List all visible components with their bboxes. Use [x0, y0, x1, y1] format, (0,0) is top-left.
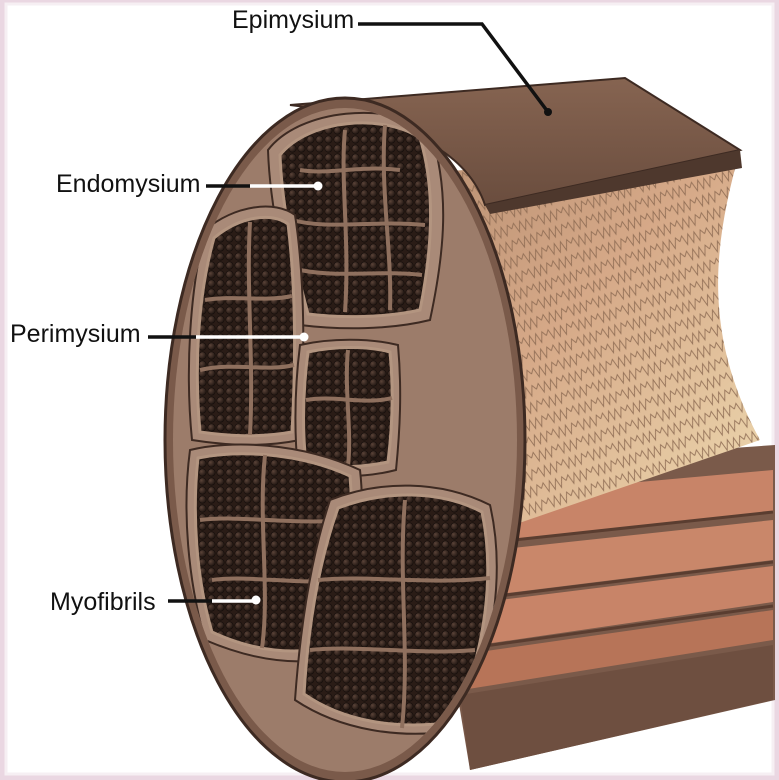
- endomysium-pointer-dot: [314, 182, 323, 191]
- perimysium-label: Perimysium: [10, 322, 141, 347]
- myofibrils-pointer-dot: [252, 596, 261, 605]
- endomysium-label: Endomysium: [56, 172, 201, 197]
- epimysium-label: Epimysium: [232, 8, 354, 33]
- epimysium-pointer-dot: [544, 108, 552, 116]
- myofibrils-label: Myofibrils: [50, 590, 156, 615]
- perimysium-pointer-dot: [300, 333, 309, 342]
